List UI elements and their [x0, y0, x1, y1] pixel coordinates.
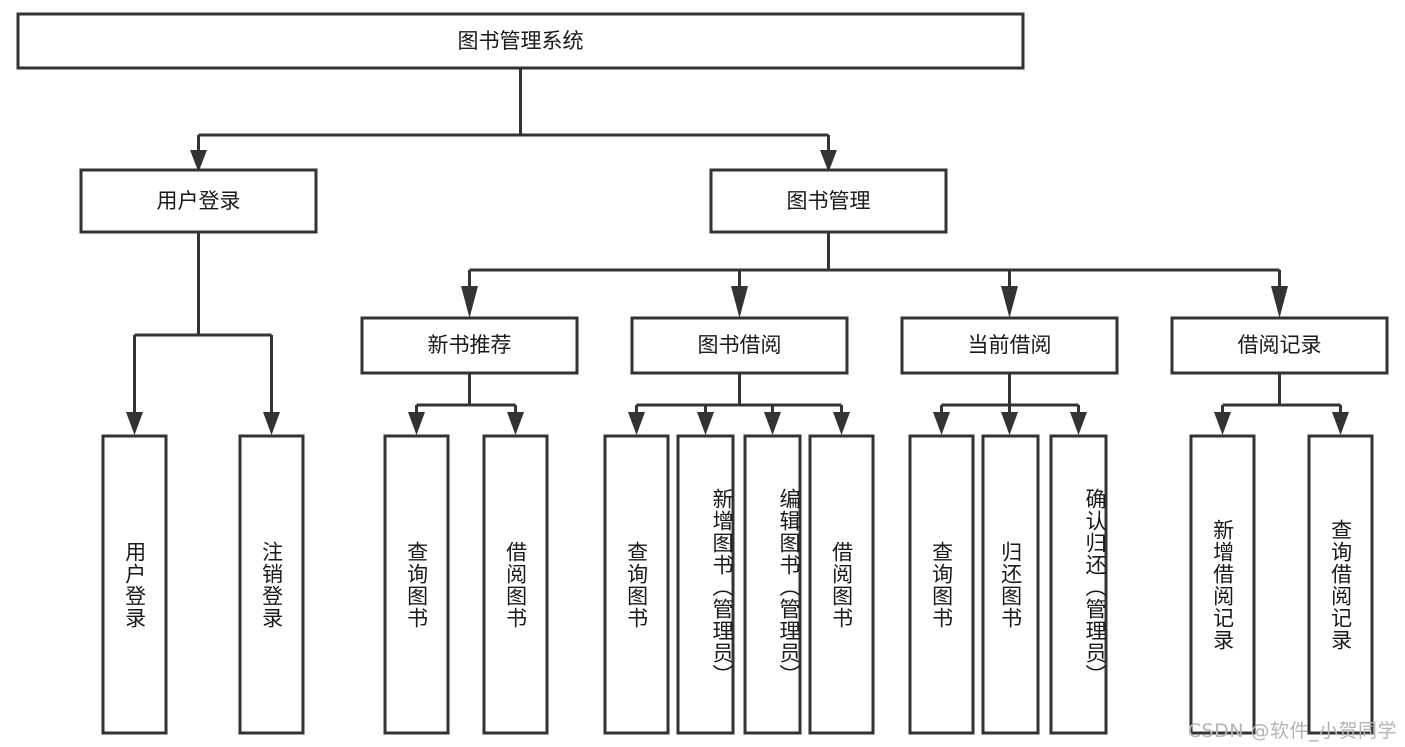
node-layer: 图书管理系统 用户登录 图书管理 新书推荐 图书借阅 当前借阅 借阅记录 [16, 12, 1389, 735]
node-box-leaf-return-book[interactable] [981, 434, 1040, 735]
arrow-leaf-edit-book [764, 412, 781, 435]
node-box-leaf-add-record[interactable] [1189, 434, 1256, 735]
arrow-leaf-confirm-return [1070, 412, 1087, 435]
connector-layer [126, 68, 1349, 435]
arrow-leaf-return-book [1001, 412, 1018, 435]
node-label-book-management: 图书管理 [787, 189, 871, 213]
node-label-user-login: 用户登录 [157, 189, 241, 213]
node-box-leaf-query-book-1[interactable] [383, 434, 450, 735]
arrow-book-management [820, 150, 837, 172]
arrow-user-login [190, 150, 207, 172]
node-box-current-borrow[interactable] [900, 316, 1119, 375]
node-box-leaf-user-login[interactable] [101, 434, 168, 735]
node-label-borrow-record: 借阅记录 [1238, 333, 1322, 357]
node-box-leaf-edit-book[interactable] [743, 434, 802, 735]
node-box-leaf-confirm-return[interactable] [1049, 434, 1108, 735]
arrow-leaf-add-book [697, 412, 714, 435]
node-box-leaf-borrow-book-2[interactable] [808, 434, 875, 735]
node-box-leaf-add-book[interactable] [676, 434, 735, 735]
node-box-leaf-query-book-2[interactable] [603, 434, 670, 735]
arrow-borrow-record [1271, 286, 1288, 318]
node-box-leaf-logout-login[interactable] [238, 434, 305, 735]
node-label-book-borrow: 图书借阅 [698, 333, 782, 357]
arrow-leaf-user-login [126, 412, 143, 435]
arrow-leaf-query-book-3 [933, 412, 950, 435]
node-box-borrow-record[interactable] [1170, 316, 1389, 375]
node-box-book-borrow[interactable] [630, 316, 849, 375]
arrow-leaf-query-record [1332, 412, 1349, 435]
arrow-new-book-recommend [461, 286, 478, 318]
node-box-book-management[interactable] [709, 168, 948, 234]
node-box-leaf-borrow-book-1[interactable] [482, 434, 549, 735]
node-label-root: 图书管理系统 [458, 29, 584, 53]
node-label-new-book-recommend: 新书推荐 [428, 333, 512, 357]
node-box-user-login[interactable] [79, 168, 318, 234]
arrow-current-borrow [1001, 286, 1018, 318]
arrow-leaf-query-book-1 [408, 412, 425, 435]
node-label-current-borrow: 当前借阅 [968, 333, 1052, 357]
arrow-leaf-add-record [1214, 412, 1231, 435]
node-box-leaf-query-record[interactable] [1307, 434, 1374, 735]
arrow-leaf-query-book-2 [628, 412, 645, 435]
arrow-leaf-borrow-book-2 [833, 412, 850, 435]
node-box-leaf-query-book-3[interactable] [908, 434, 975, 735]
node-box-new-book-recommend[interactable] [360, 316, 579, 375]
arrow-leaf-borrow-book-1 [507, 412, 524, 435]
arrow-leaf-logout-login [263, 412, 280, 435]
arrow-book-borrow [731, 286, 748, 318]
watermark-text: CSDN @软件_小贺同学 [1187, 720, 1397, 742]
node-box-root[interactable] [16, 12, 1025, 70]
